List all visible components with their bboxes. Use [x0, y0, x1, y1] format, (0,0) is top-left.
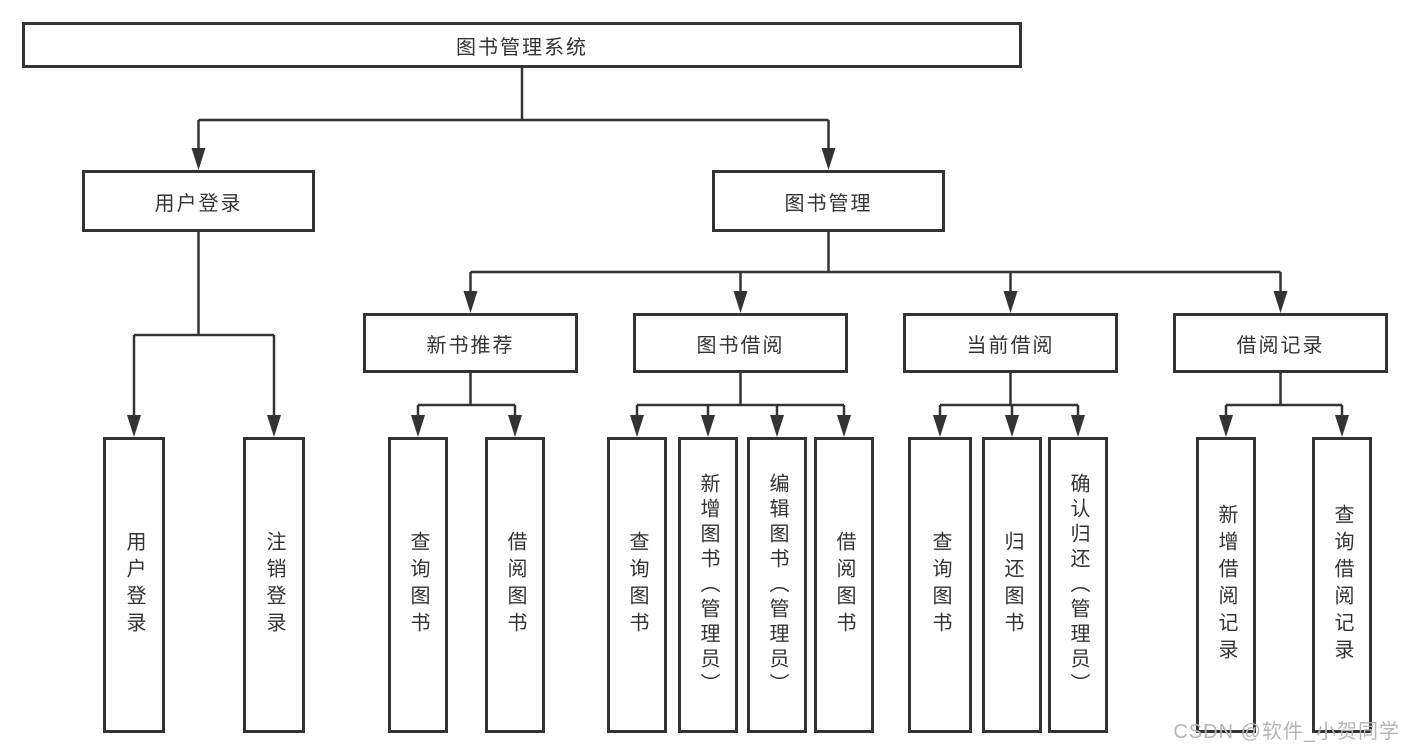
- node-label: 借阅图书: [504, 531, 526, 639]
- node-label: 用户登录: [123, 531, 145, 639]
- leaf-logout: 注销登录: [243, 437, 305, 733]
- node-label: 编辑图书（管理员）: [766, 472, 788, 698]
- node-label: 图书管理系统: [456, 36, 588, 59]
- node-user-login: 用户登录: [82, 170, 315, 232]
- leaf-add-borrow-record: 新增借阅记录: [1196, 437, 1256, 733]
- leaf-borrow-query-book: 查询图书: [607, 437, 667, 733]
- node-label: 确认归还（管理员）: [1067, 472, 1089, 698]
- leaf-edit-book-admin: 编辑图书（管理员）: [747, 437, 807, 733]
- leaf-confirm-return-admin: 确认归还（管理员）: [1048, 437, 1108, 733]
- leaf-query-borrow-record: 查询借阅记录: [1312, 437, 1372, 733]
- node-label: 查询借阅记录: [1331, 504, 1353, 666]
- node-label: 当前借阅: [966, 334, 1055, 357]
- node-label: 新书推荐: [426, 334, 515, 357]
- node-label: 注销登录: [263, 531, 285, 639]
- leaf-add-book-admin: 新增图书（管理员）: [678, 437, 738, 733]
- node-new-book-recommend: 新书推荐: [363, 313, 578, 373]
- node-root: 图书管理系统: [22, 22, 1022, 68]
- leaf-recommend-borrow-book: 借阅图书: [485, 437, 545, 733]
- leaf-return-book: 归还图书: [982, 437, 1042, 733]
- node-book-management: 图书管理: [712, 170, 945, 232]
- leaf-user-login: 用户登录: [103, 437, 165, 733]
- node-label: 查询图书: [929, 531, 951, 639]
- node-label: 借阅记录: [1236, 334, 1325, 357]
- node-label: 图书管理: [784, 192, 873, 215]
- node-label: 新增图书（管理员）: [697, 472, 719, 698]
- node-label: 新增借阅记录: [1215, 504, 1237, 666]
- node-label: 图书借阅: [696, 334, 785, 357]
- node-label: 用户登录: [154, 192, 243, 215]
- node-label: 归还图书: [1001, 531, 1023, 639]
- node-book-borrow: 图书借阅: [633, 313, 848, 373]
- leaf-current-query-book: 查询图书: [908, 437, 972, 733]
- node-label: 借阅图书: [833, 531, 855, 639]
- csdn-watermark: CSDN @软件_小贺同学: [1173, 721, 1400, 743]
- node-borrow-record: 借阅记录: [1173, 313, 1388, 373]
- leaf-recommend-query-book: 查询图书: [388, 437, 448, 733]
- node-label: 查询图书: [407, 531, 429, 639]
- leaf-borrow-book: 借阅图书: [814, 437, 874, 733]
- node-current-borrow: 当前借阅: [903, 313, 1118, 373]
- node-label: 查询图书: [626, 531, 648, 639]
